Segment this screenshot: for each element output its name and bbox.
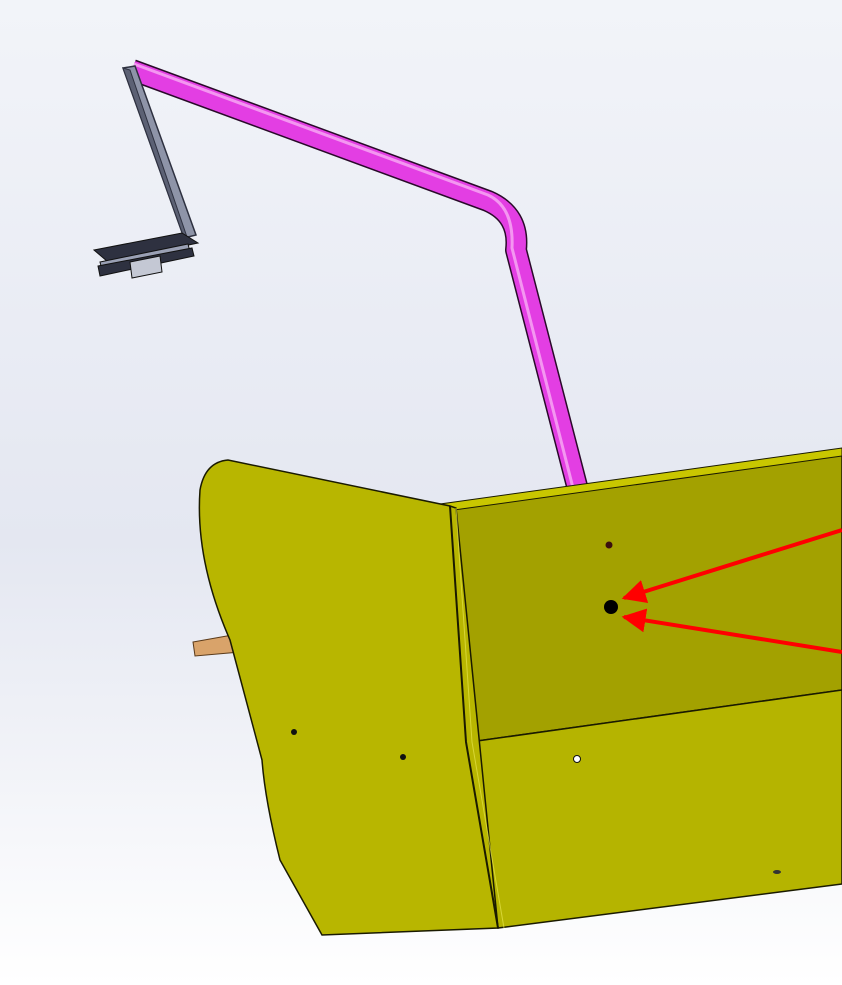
side-fin[interactable] [198,459,499,936]
hole-fin-left [291,729,297,735]
fold-edge [449,505,499,929]
bracket-clip [129,255,163,279]
arrow-upper [621,528,842,604]
callout-arrows [621,528,842,654]
hole-lower-right [773,870,781,874]
bracket-part[interactable] [92,65,200,279]
hole-target[interactable] [604,600,618,614]
hole-fin-right [400,754,406,760]
hole-lower-panel [573,755,581,763]
hole-small-upper [605,541,613,549]
arrow-lower [621,608,842,654]
